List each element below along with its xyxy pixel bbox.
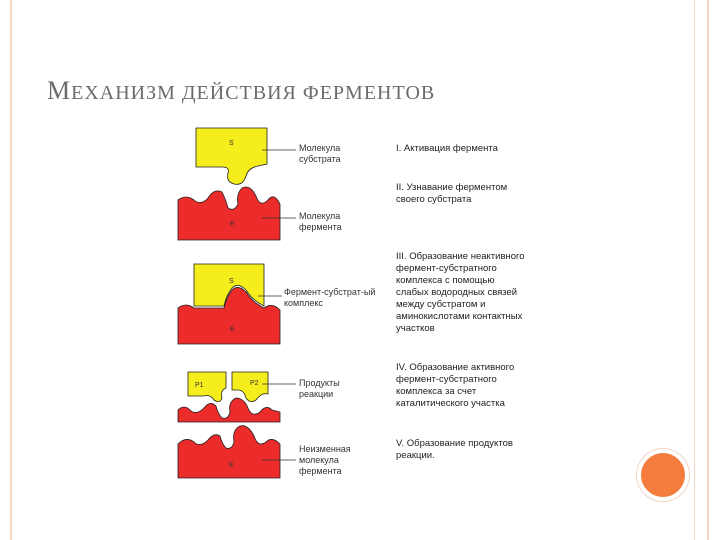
step-2: II. Узнавание ферментом своего субстрата (396, 182, 508, 205)
frame-left-line (10, 0, 12, 540)
complex-enzyme-shape-3 (177, 287, 281, 345)
label-products: Продукты реакции (299, 378, 340, 399)
label-complex: Фермент-субстрат-ый комплекс (284, 287, 376, 308)
letter-s-1: S (229, 140, 234, 147)
substrate-shape-1 (195, 127, 268, 185)
enzyme-shape-4 (177, 397, 281, 423)
frame-right-line-outer (707, 0, 709, 540)
step-4: IV. Образование активного фермент-субстр… (396, 362, 515, 409)
decorative-circle (637, 449, 689, 501)
product-p1-shape (187, 371, 227, 402)
step-5: V. Образование продуктов реакции. (396, 438, 513, 461)
frame-right-line-inner (694, 0, 695, 540)
enzyme-shape-2 (177, 186, 281, 241)
letter-e-3: E (230, 326, 235, 333)
step-1: I. Активация фермента (396, 143, 498, 154)
product-p2-shape (231, 371, 269, 402)
label-unchanged: Неизменная молекула фермента (299, 444, 351, 476)
letter-e-2: E (230, 221, 235, 228)
title-first-letter: М (47, 76, 72, 105)
complex-substrate-shape-3 (193, 263, 265, 307)
enzyme-shape-5 (177, 425, 281, 479)
letter-p1: P1 (195, 382, 204, 389)
label-substrate: Молекула субстрата (299, 143, 341, 164)
letter-p2: P2 (250, 380, 259, 387)
step-3: III. Образование неактивного фермент-суб… (396, 251, 525, 334)
title-rest: ЕХАНИЗМ ДЕЙСТВИЯ ФЕРМЕНТОВ (71, 82, 436, 104)
label-enzyme: Молекула фермента (299, 211, 342, 232)
letter-s-3: S (229, 278, 234, 285)
letter-e-5: E (229, 462, 234, 469)
slide-title: МЕХАНИЗМ ДЕЙСТВИЯ ФЕРМЕНТОВ (47, 76, 435, 106)
